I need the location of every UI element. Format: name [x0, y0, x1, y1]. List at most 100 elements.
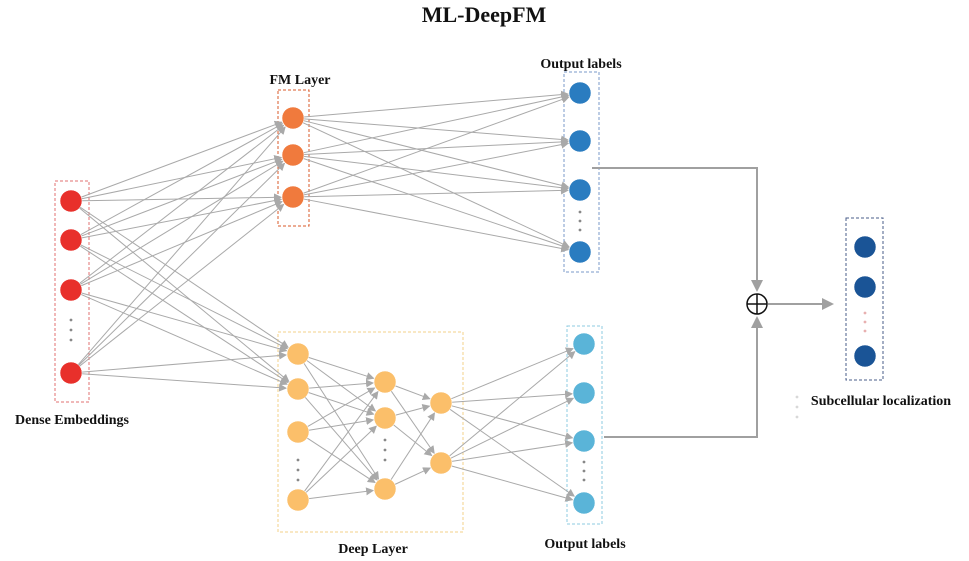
edge-dense-to-fm [77, 126, 286, 366]
edge-deep2-to-deep3 [390, 412, 435, 481]
edge-dense-to-deep [79, 207, 290, 382]
output-labels-bottom-label: Output labels [544, 537, 626, 552]
deep1-ellipsis-dot-1 [296, 458, 300, 462]
dense-embeddings-box [54, 180, 90, 403]
edge-dense-to-fm [81, 196, 283, 239]
final-node-3 [853, 344, 877, 368]
dense-ellipsis-dot-3 [69, 338, 73, 342]
edge-deep2-to-deep3 [394, 467, 432, 485]
deep2-ellipsis-dot-3 [383, 458, 387, 462]
output-top-box [563, 71, 600, 273]
outBot-node-4 [572, 491, 596, 515]
edge-dense-to-fm [79, 203, 285, 367]
dense-node-2 [59, 228, 83, 252]
edge-deep1-to-deep2 [308, 356, 375, 380]
output-bottom-ellipsis-dot-3 [582, 478, 586, 482]
deep2-node-2 [373, 406, 397, 430]
arrow-bottom-to-sum [604, 316, 763, 438]
connections [77, 90, 576, 502]
diagram-title: ML-DeepFM [422, 2, 547, 27]
final-ellipsis-dot-3 [863, 329, 867, 333]
edge-dense-to-deep [81, 373, 288, 392]
edge-deep2-to-deep3 [395, 404, 431, 416]
edge-fm-to-output [302, 122, 571, 248]
edge-dense-to-fm [78, 162, 286, 366]
faint-ellipsis-dot-2 [795, 405, 799, 409]
circled-plus-icon [746, 293, 768, 315]
dense-embeddings-label: Dense Embeddings [15, 413, 130, 428]
outTop-node-3 [568, 178, 592, 202]
aggregation-connections [592, 167, 834, 438]
edge-deep2-to-deep3 [395, 385, 431, 401]
final-ellipsis-dot-2 [863, 320, 867, 324]
output-bottom-box [566, 325, 603, 525]
output-bottom-ellipsis-dot-2 [582, 469, 586, 473]
deep2-node-1 [373, 370, 397, 394]
edge-fm-to-output [303, 120, 570, 190]
edge-fm-to-output [303, 155, 570, 192]
deep2-node-3 [373, 477, 397, 501]
deep1-node-4 [286, 488, 310, 512]
edge-fm-to-output [303, 140, 570, 196]
edge-deep3-to-output [451, 405, 574, 440]
faint-ellipsis-dot-3 [795, 415, 799, 419]
edge-deep1-to-deep2 [307, 387, 376, 427]
edge-dense-to-fm [81, 158, 283, 237]
edge-dense-to-deep [80, 244, 289, 350]
edge-dense-to-fm [81, 154, 283, 200]
edge-dense-to-deep [79, 206, 289, 348]
dense-node-1 [59, 189, 83, 213]
edge-deep3-to-output [451, 390, 574, 403]
final-node-2 [853, 275, 877, 299]
dense-ellipsis-dot-1 [69, 318, 73, 322]
edge-deep1-to-deep2 [306, 437, 376, 483]
edge-deep1-to-deep2 [308, 487, 375, 500]
edge-deep1-to-deep2 [308, 392, 375, 416]
deep-layer-box [277, 331, 464, 533]
dense-ellipsis-dot-2 [69, 328, 73, 332]
edge-fm-to-output [303, 118, 570, 144]
arrow-top-to-sum [592, 167, 763, 292]
edge-fm-to-output [303, 93, 570, 154]
edge-fm-to-output [303, 158, 570, 250]
edge-deep1-to-deep2 [305, 425, 377, 493]
deep2-ellipsis-dot-1 [383, 438, 387, 442]
deep1-ellipsis-dot-3 [296, 478, 300, 482]
fm-layer-label: FM Layer [269, 73, 330, 88]
ellipsis-dots [69, 210, 867, 482]
edge-fm-to-output [303, 90, 570, 118]
edge-dense-to-fm [80, 200, 283, 287]
output-top-ellipsis-dot-2 [578, 219, 582, 223]
outBot-node-1 [572, 332, 596, 356]
output-labels-top-label: Output labels [540, 57, 622, 72]
fm-node-2 [281, 143, 305, 167]
edge-dense-to-deep [80, 293, 288, 386]
edge-dense-to-fm [80, 123, 284, 236]
edge-dense-to-fm [80, 160, 284, 285]
subcellular-localization-label: Subcellular localization [811, 394, 951, 409]
edge-deep1-to-deep2 [303, 362, 380, 480]
edge-fm-to-output [303, 186, 570, 198]
edge-dense-to-fm [81, 120, 283, 198]
deep1-node-2 [286, 377, 310, 401]
edge-deep2-to-deep3 [393, 424, 433, 457]
faint-ellipsis-dot-1 [795, 395, 799, 399]
output-top-ellipsis-dot-1 [578, 210, 582, 214]
edge-deep1-to-deep2 [304, 396, 378, 481]
edge-fm-to-output [303, 137, 570, 155]
edge-deep3-to-output [450, 347, 574, 400]
edge-dense-to-deep [81, 292, 288, 353]
edge-deep1-to-deep2 [304, 390, 379, 492]
edge-deep3-to-output [449, 351, 576, 457]
output-bottom-ellipsis-dot-1 [582, 460, 586, 464]
deep1-node-1 [286, 342, 310, 366]
edge-dense-to-deep [79, 245, 289, 383]
edge-dense-to-fm [81, 193, 283, 202]
deep3-node-1 [429, 391, 453, 415]
final-node-1 [853, 235, 877, 259]
edge-deep1-to-deep2 [308, 417, 375, 431]
fm-node-1 [281, 106, 305, 130]
outTop-node-2 [568, 129, 592, 153]
fm-node-3 [281, 185, 305, 209]
edge-deep3-to-output [450, 397, 575, 459]
